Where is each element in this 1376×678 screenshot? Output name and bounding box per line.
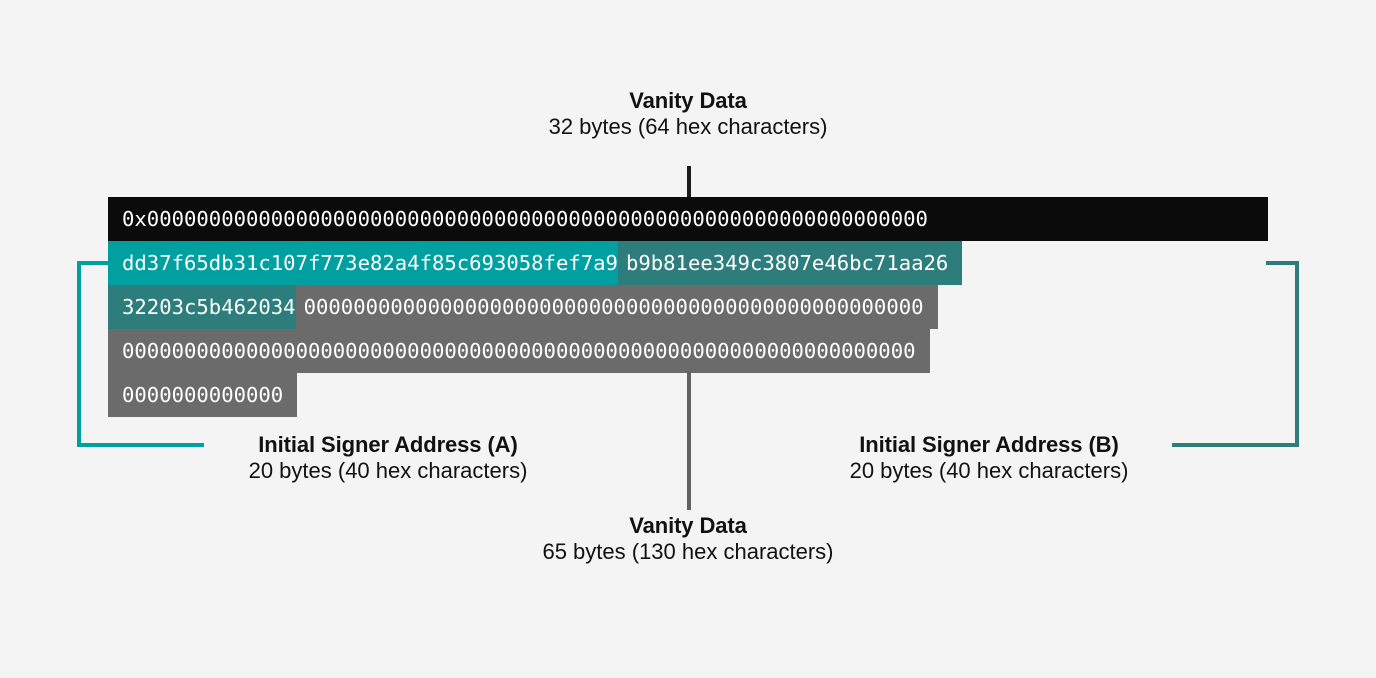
hex-row-4-zeros: 0000000000000000000000000000000000000000…	[108, 329, 930, 373]
hex-data-block: 0x00000000000000000000000000000000000000…	[108, 197, 1268, 417]
hex-signer-b-value-part2: 32203c5b462034	[108, 285, 296, 329]
signer-b-bracket-top-stub	[1266, 261, 1299, 265]
signer-b-bracket-vertical	[1295, 261, 1299, 447]
hex-row-5-zeros: 0000000000000	[108, 373, 298, 417]
bottom-annotation: Vanity Data 65 bytes (130 hex characters…	[438, 513, 938, 566]
signer-b-annotation-subtitle: 20 bytes (40 hex characters)	[849, 457, 1129, 483]
signer-a-annotation: Initial Signer Address (A) 20 bytes (40 …	[163, 432, 613, 485]
top-annotation-title: Vanity Data	[629, 88, 747, 113]
hex-row-1: 0x00000000000000000000000000000000000000…	[108, 197, 1268, 241]
hex-row-1-text: 0x00000000000000000000000000000000000000…	[108, 197, 1268, 241]
hex-row-4: 0000000000000000000000000000000000000000…	[108, 329, 1268, 373]
signer-a-bracket-top-stub	[77, 261, 110, 265]
signer-a-annotation-subtitle: 20 bytes (40 hex characters)	[248, 457, 528, 483]
signer-b-annotation: Initial Signer Address (B) 20 bytes (40 …	[764, 432, 1214, 485]
hex-signer-b-value-part1: b9b81ee349c3807e46bc71aa26	[617, 241, 963, 285]
bottom-annotation-title: Vanity Data	[629, 513, 747, 538]
top-annotation: Vanity Data 32 bytes (64 hex characters)	[438, 88, 938, 141]
signer-b-annotation-title: Initial Signer Address (B)	[859, 432, 1119, 457]
top-connector-line	[687, 166, 691, 199]
signer-a-bracket-vertical	[77, 261, 81, 447]
signer-a-annotation-title: Initial Signer Address (A)	[258, 432, 518, 457]
signer-a-bracket-bottom-line	[77, 443, 204, 447]
bottom-connector-line	[687, 371, 691, 510]
bottom-annotation-subtitle: 65 bytes (130 hex characters)	[542, 538, 834, 564]
hex-signer-a-value: dd37f65db31c107f773e82a4f85c693058fef7a9	[108, 241, 618, 285]
top-annotation-subtitle: 32 bytes (64 hex characters)	[548, 113, 828, 139]
hex-row-2: dd37f65db31c107f773e82a4f85c693058fef7a9…	[108, 241, 1268, 285]
hex-row-3: 32203c5b462034 0000000000000000000000000…	[108, 285, 1268, 329]
hex-row-3-zeros: 0000000000000000000000000000000000000000…	[295, 285, 938, 329]
hex-row-5: 0000000000000	[108, 373, 1268, 417]
signer-b-bracket-bottom-line	[1172, 443, 1299, 447]
